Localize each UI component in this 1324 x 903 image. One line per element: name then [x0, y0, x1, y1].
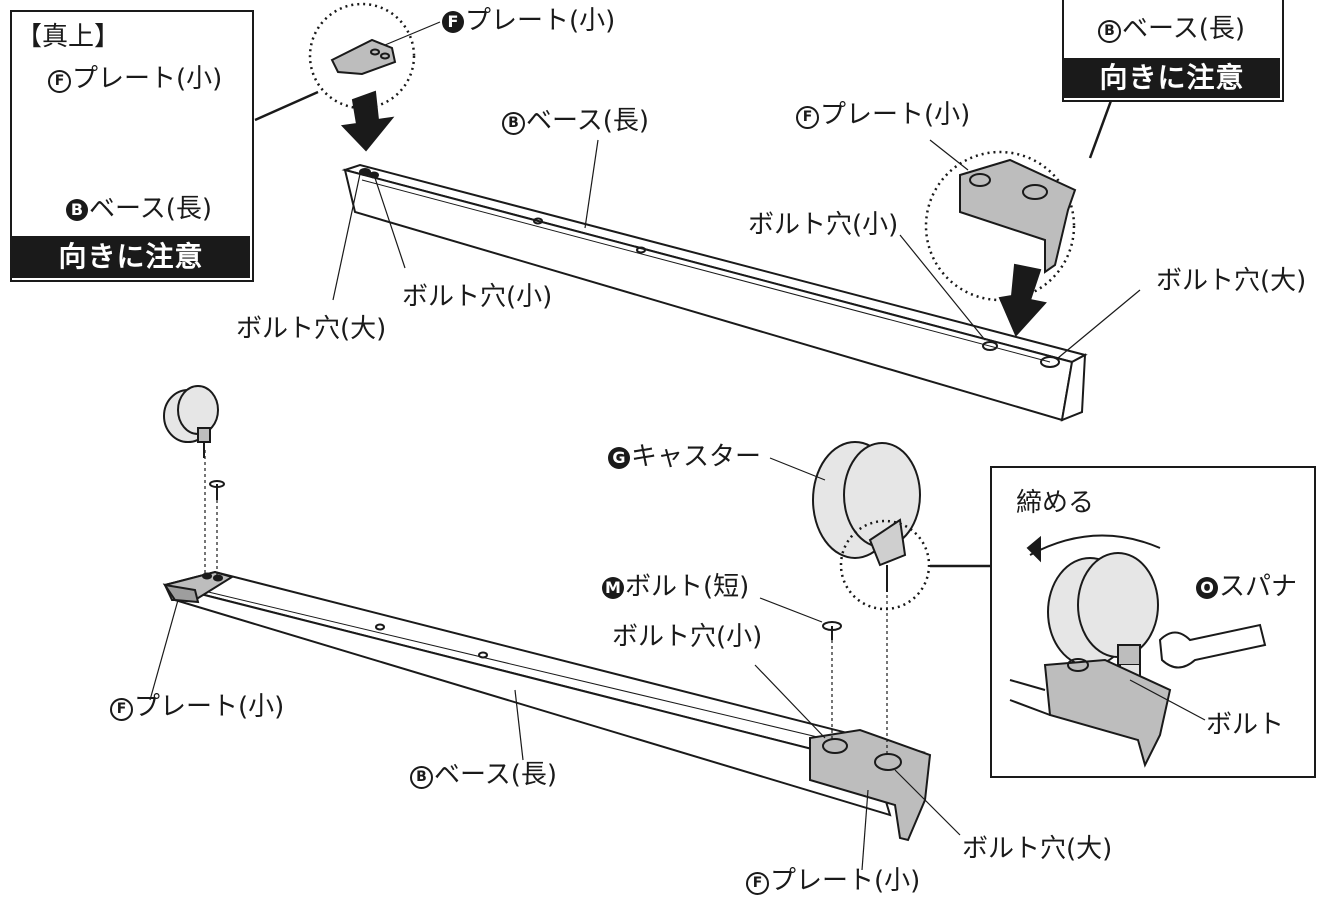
- letter-m: M: [602, 577, 624, 599]
- screw-small-left: [209, 480, 225, 500]
- caster-large: [812, 441, 921, 592]
- label-tighten: 締める: [1016, 488, 1095, 518]
- letter-f: F: [746, 872, 769, 895]
- letter-o: O: [1196, 577, 1218, 599]
- tighten-detail: [1009, 534, 1267, 768]
- letter-b: B: [1098, 20, 1121, 43]
- letter-b: B: [66, 199, 88, 221]
- orientation-band-left: 向きに注意: [12, 236, 250, 278]
- plate-bottom-right: [809, 728, 932, 842]
- label-bolt-hole-large-right: ボルト穴(大): [1156, 266, 1307, 296]
- letter-g: G: [608, 447, 630, 469]
- letter-b: B: [502, 112, 525, 135]
- label-bolt-hole-large-lower: ボルト穴(大): [962, 834, 1113, 864]
- bolt-short: [822, 621, 842, 640]
- top-view-title: 【真上】: [16, 22, 121, 52]
- orientation-band-right: 向きに注意: [1064, 58, 1280, 98]
- letter-f: F: [110, 698, 133, 721]
- label-bolt-hole-small-left: ボルト穴(小): [402, 282, 553, 312]
- tighten-detail-box: [990, 466, 1316, 778]
- letter-b: B: [410, 766, 433, 789]
- caster-small: [163, 385, 219, 458]
- upper-base-bar: [341, 163, 1088, 422]
- label-bolt-hole-small-right: ボルト穴(小): [748, 210, 899, 240]
- plate-top-left: [330, 38, 397, 76]
- label-bolt-hole-small-lower: ボルト穴(小): [612, 622, 763, 652]
- plate-top-right: [959, 158, 1077, 274]
- letter-f: F: [796, 106, 819, 129]
- label-bolt-hole-large-left: ボルト穴(大): [236, 314, 387, 344]
- letter-f: F: [48, 70, 71, 93]
- letter-f: F: [442, 11, 464, 33]
- label-bolt: ボルト: [1206, 710, 1285, 740]
